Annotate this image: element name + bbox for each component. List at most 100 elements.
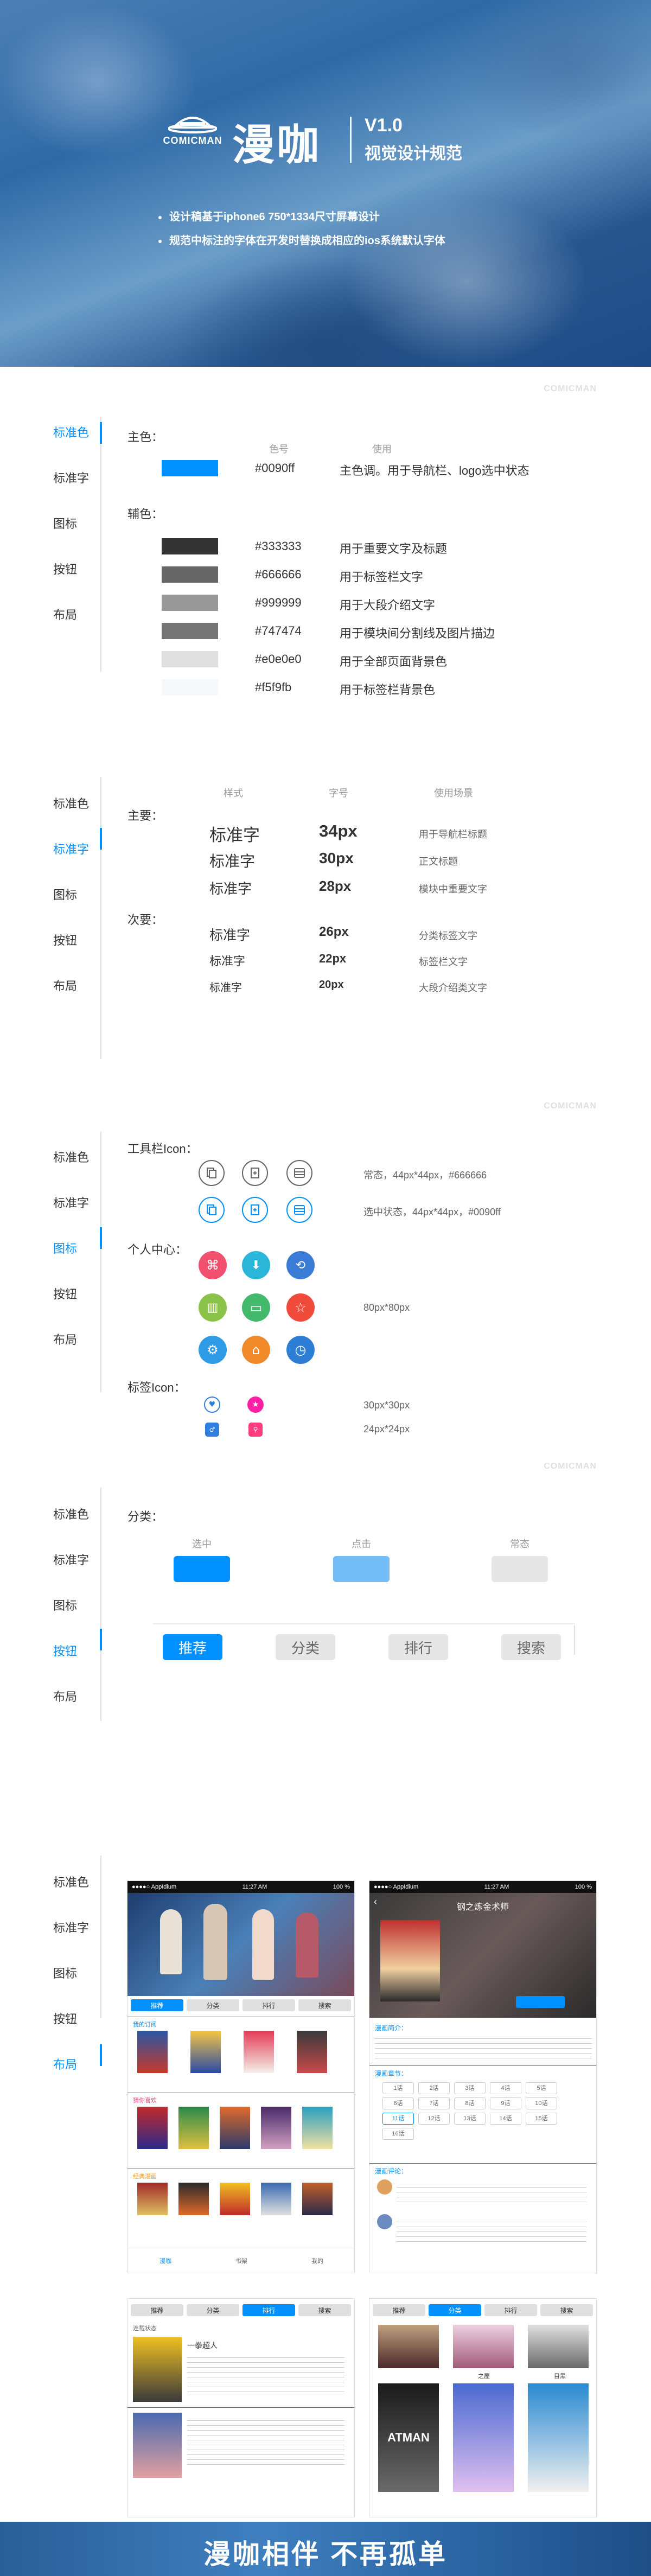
chapter-chip[interactable]: 8话	[454, 2097, 486, 2109]
tab-recommend[interactable]: 推荐	[373, 2304, 425, 2316]
tab-category[interactable]: 分类	[429, 2304, 481, 2316]
main-color-hex: #0090ff	[255, 461, 295, 475]
chapter-chip[interactable]: 11话	[382, 2113, 414, 2125]
bookshelf-icon	[286, 1160, 312, 1186]
tab-ranking[interactable]: 排行	[242, 2304, 295, 2316]
type-usage: 标签栏文字	[419, 957, 468, 967]
filter-label[interactable]: 连载状态	[133, 2325, 157, 2332]
nav-item-buttons[interactable]: 按钮	[53, 1287, 78, 1301]
tab-recommend[interactable]: 推荐	[131, 1999, 183, 2011]
nav-item-layout[interactable]: 布局	[53, 979, 78, 993]
type-size: 20px	[319, 979, 344, 991]
chapter-chip[interactable]: 14话	[490, 2113, 521, 2125]
type-sample: 标准字	[209, 928, 251, 943]
nav-item-colors[interactable]: 标准色	[53, 797, 90, 811]
chapter-chip[interactable]: 4话	[490, 2082, 521, 2094]
comic-cover[interactable]	[261, 2107, 291, 2149]
nav-item-layout[interactable]: 布局	[53, 608, 78, 622]
chapter-chip[interactable]: 16话	[382, 2128, 414, 2140]
comic-cover[interactable]	[528, 2383, 589, 2492]
comic-cover[interactable]	[178, 2183, 209, 2215]
chapter-chip[interactable]: 5话	[526, 2082, 557, 2094]
chapter-chip[interactable]: 6话	[382, 2097, 414, 2109]
nav-item-colors[interactable]: 标准色	[53, 1876, 90, 1889]
comic-cover[interactable]	[137, 2183, 168, 2215]
nav-item-buttons[interactable]: 按钮	[53, 2012, 78, 2026]
comic-cover[interactable]	[137, 2107, 168, 2149]
comic-cover[interactable]	[220, 2183, 250, 2215]
nav-item-buttons[interactable]: 按钮	[53, 563, 78, 576]
comic-cover[interactable]	[302, 2183, 333, 2215]
nav-item-colors[interactable]: 标准色	[53, 1151, 90, 1164]
nav-item-buttons[interactable]: 按钮	[53, 934, 78, 947]
nav-item-icons[interactable]: 图标	[53, 1599, 78, 1612]
nav-item-typography[interactable]: 标准字	[53, 1553, 90, 1567]
chapter-chip[interactable]: 2话	[418, 2082, 450, 2094]
bottom-nav-shelf[interactable]: 书架	[235, 2258, 247, 2265]
app-logo: COMICMAN	[163, 111, 222, 146]
chapter-chip[interactable]: 15话	[526, 2113, 557, 2125]
comic-cover[interactable]	[133, 2337, 182, 2402]
tab-ranking[interactable]: 排行	[484, 2304, 537, 2316]
tab-ranking[interactable]: 排行	[242, 1999, 295, 2011]
side-nav: 标准色 标准字 图标 按钮 布局	[53, 1860, 113, 2088]
nav-item-typography[interactable]: 标准字	[53, 1196, 90, 1210]
chapter-chip[interactable]: 3话	[454, 2082, 486, 2094]
nav-item-colors[interactable]: 标准色	[53, 1508, 90, 1521]
side-nav: 标准色 标准字 图标 按钮 布局	[53, 410, 113, 638]
comic-cover[interactable]: ATMAN	[378, 2383, 439, 2492]
nav-item-layout[interactable]: 布局	[53, 1333, 78, 1347]
comic-cover[interactable]	[453, 2325, 514, 2368]
aux-color-hex: #747474	[255, 624, 302, 637]
tab-recommend[interactable]: 推荐	[163, 1634, 222, 1660]
tab-search[interactable]: 搜索	[298, 2304, 351, 2316]
chapter-chip[interactable]: 1话	[382, 2082, 414, 2094]
nav-item-buttons[interactable]: 按钮	[53, 1644, 78, 1658]
start-reading-button[interactable]	[516, 1996, 565, 2008]
comic-cover[interactable]	[137, 2031, 168, 2073]
tab-search[interactable]: 搜索	[540, 2304, 593, 2316]
tab-ranking[interactable]: 排行	[388, 1634, 448, 1660]
personal-icon-spec: 80px*80px	[363, 1302, 410, 1313]
tab-category[interactable]: 分类	[276, 1634, 335, 1660]
nav-item-icons[interactable]: 图标	[53, 517, 78, 531]
comic-cover[interactable]	[261, 2183, 291, 2215]
type-sample: 标准字	[209, 853, 256, 870]
comic-cover[interactable]	[302, 2107, 333, 2149]
comic-cover[interactable]	[190, 2031, 221, 2073]
nav-item-typography[interactable]: 标准字	[53, 843, 90, 856]
comic-cover[interactable]	[133, 2413, 182, 2478]
comic-cover[interactable]	[220, 2107, 250, 2149]
nav-item-typography[interactable]: 标准字	[53, 1921, 90, 1935]
status-time: 11:27 AM	[484, 1884, 509, 1890]
nav-item-typography[interactable]: 标准字	[53, 471, 90, 485]
chapter-chip[interactable]: 9话	[490, 2097, 521, 2109]
back-arrow-icon[interactable]: ‹	[374, 1896, 377, 1907]
nav-item-icons[interactable]: 图标	[53, 888, 78, 902]
comic-cover[interactable]	[178, 2107, 209, 2149]
nav-item-layout[interactable]: 布局	[53, 1690, 78, 1704]
comic-cover[interactable]	[453, 2383, 514, 2492]
tab-search[interactable]: 搜索	[298, 1999, 351, 2011]
comic-cover[interactable]	[378, 2325, 439, 2368]
chapter-chip[interactable]: 12话	[418, 2113, 450, 2125]
nav-item-icons[interactable]: 图标	[53, 1967, 78, 1980]
col-head-usage: 使用场景	[434, 788, 473, 799]
aux-color-swatch	[162, 595, 218, 611]
tab-category[interactable]: 分类	[187, 2304, 239, 2316]
comic-cover[interactable]	[244, 2031, 274, 2073]
heart-tag-icon: ♥	[204, 1397, 220, 1413]
tab-recommend[interactable]: 推荐	[131, 2304, 183, 2316]
comic-cover[interactable]	[528, 2325, 589, 2368]
nav-item-colors[interactable]: 标准色	[53, 426, 90, 439]
chapter-chip[interactable]: 13话	[454, 2113, 486, 2125]
comic-cover[interactable]	[297, 2031, 327, 2073]
nav-item-icons[interactable]: 图标	[53, 1242, 78, 1255]
tab-category[interactable]: 分类	[187, 1999, 239, 2011]
nav-item-layout[interactable]: 布局	[53, 2058, 78, 2071]
tab-search[interactable]: 搜索	[501, 1634, 561, 1660]
bottom-nav-mine[interactable]: 我的	[311, 2258, 323, 2265]
bottom-nav-home[interactable]: 漫咖	[159, 2258, 171, 2265]
chapter-chip[interactable]: 10话	[526, 2097, 557, 2109]
chapter-chip[interactable]: 7话	[418, 2097, 450, 2109]
